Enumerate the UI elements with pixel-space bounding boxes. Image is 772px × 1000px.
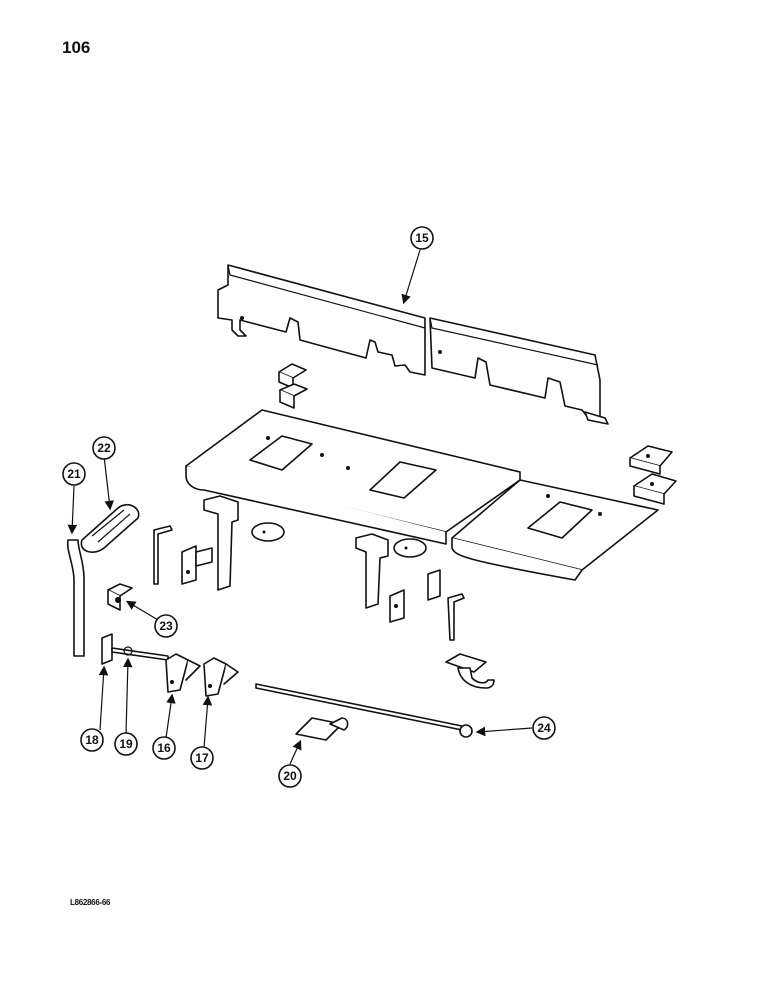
upright-bracket-left	[181, 495, 239, 591]
callout-16: 16	[152, 736, 176, 760]
upright-bracket-right	[355, 533, 441, 623]
svg-text:24: 24	[537, 721, 551, 735]
svg-text:15: 15	[415, 231, 429, 245]
svg-text:21: 21	[67, 467, 81, 481]
mount-bracket-16	[165, 653, 201, 693]
panel-clip-lower	[279, 383, 308, 409]
pivot-rod	[101, 633, 169, 665]
floor-plate-side	[451, 479, 659, 581]
svg-text:20: 20	[283, 769, 297, 783]
long-rod	[255, 683, 473, 738]
bottom-bracket	[295, 717, 349, 741]
lever	[66, 539, 85, 657]
mount-bracket-17	[203, 657, 239, 697]
panel-clip-upper	[278, 363, 307, 389]
callout-15: 15	[410, 226, 434, 250]
callout-21: 21	[62, 462, 86, 486]
svg-text:16: 16	[157, 741, 171, 755]
svg-text:19: 19	[119, 737, 133, 751]
svg-text:23: 23	[159, 619, 173, 633]
u-bracket	[445, 653, 495, 689]
small-bracket	[107, 583, 133, 611]
svg-text:22: 22	[97, 441, 111, 455]
callout-19: 19	[114, 732, 138, 756]
hinge-plate-upper	[629, 445, 673, 475]
floor-plate-main	[185, 409, 521, 545]
l-pin-right	[447, 593, 465, 641]
oval-plate-left	[251, 522, 285, 542]
l-pin	[153, 525, 173, 585]
svg-text:17: 17	[195, 751, 209, 765]
callout-22: 22	[92, 436, 116, 460]
callout-17: 17	[190, 746, 214, 770]
callout-18: 18	[80, 728, 104, 752]
page-number: 106	[62, 38, 91, 57]
figure-code: L862866-66	[70, 898, 111, 907]
rear-panel-right	[429, 317, 609, 425]
callout-24: 24	[532, 716, 556, 740]
hinge-plate-lower	[633, 473, 677, 505]
callout-20: 20	[278, 764, 302, 788]
oval-plate-right	[393, 538, 427, 558]
callout-23: 23	[154, 614, 178, 638]
svg-text:18: 18	[85, 733, 99, 747]
rear-panel-left	[217, 264, 426, 376]
grip-plate	[80, 503, 140, 553]
